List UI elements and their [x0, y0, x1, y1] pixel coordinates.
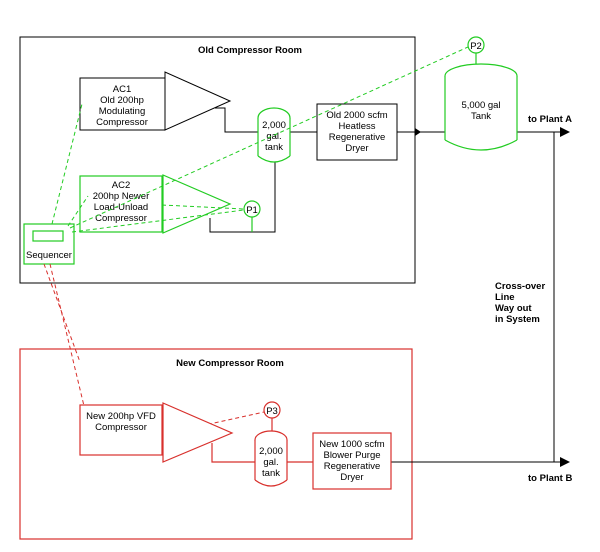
sequencer-label: Sequencer: [26, 250, 72, 261]
new-tank-2000: [254, 430, 288, 487]
plant-b-arrow: [560, 457, 570, 467]
ac2-compressor-symbol: [162, 174, 232, 234]
new-vfd-label-line: New 200hp VFD: [86, 411, 156, 422]
old-dryer-label-line: Heatless: [339, 121, 376, 132]
old-dryer-label-line: Old 2000 scfm: [326, 110, 387, 121]
vfd-to-new-tank-pipe: [211, 443, 255, 463]
ac1-box: [79, 77, 166, 131]
crossover-label-line: in System: [495, 314, 540, 325]
ac1-label-line: Modulating: [99, 106, 145, 117]
old-tank-label-line: tank: [265, 142, 283, 153]
p3-sensor: [263, 401, 281, 419]
new-tank-label-line: gal.: [263, 457, 278, 468]
new-vfd-label-line: Compressor: [95, 422, 147, 433]
old-compressor-room: [19, 36, 416, 284]
old-tank-label-line: 2,000: [262, 120, 286, 131]
new-dryer-box: [312, 432, 392, 490]
ac2-label-line: 200hp Newer: [93, 191, 150, 202]
plant-a-arrow: [560, 127, 570, 137]
new-dryer-label-line: Regenerative: [324, 461, 381, 472]
new-vfd-box: [79, 404, 163, 456]
plant-b-label: to Plant B: [528, 473, 572, 484]
ac2-label-line: AC2: [112, 180, 130, 191]
p1-sensor-label: P1: [246, 205, 258, 216]
new-dryer-label-line: Dryer: [340, 472, 363, 483]
ac2-label-line: Compressor: [95, 213, 147, 224]
main-tank-label-line: 5,000 gal: [461, 100, 500, 111]
new-room-title: New Compressor Room: [176, 358, 284, 369]
new-vfd-compressor-symbol: [162, 402, 234, 463]
ac1-label-line: Old 200hp: [100, 95, 144, 106]
crossover-label-line: Cross-over: [495, 281, 545, 292]
main-tank-label-line: Tank: [471, 111, 491, 122]
main-tank-5000: [444, 63, 518, 151]
old-tank-2000: [257, 107, 291, 163]
ac1-label-line: Compressor: [96, 117, 148, 128]
plant-a-label: to Plant A: [528, 114, 572, 125]
p2-sensor-label: P2: [470, 41, 482, 52]
flow-arrow: [415, 128, 421, 136]
sequencer-control-lines: [51, 46, 469, 233]
ac1-compressor-symbol: [164, 71, 232, 131]
crossover-label-line: Line: [495, 292, 515, 303]
new-tank-label-line: tank: [262, 468, 280, 479]
ac2-box: [79, 175, 163, 233]
old-tank-label-line: gal.: [266, 131, 281, 142]
new-tank-label-line: 2,000: [259, 446, 283, 457]
new-compressor-room: [19, 348, 413, 540]
p1-sensor: [243, 200, 261, 218]
ac2-to-tank-pipe: [209, 160, 276, 233]
old-room-title: Old Compressor Room: [198, 45, 302, 56]
crossover-label-line: Way out: [495, 303, 532, 314]
sequencer-display: [32, 230, 64, 242]
p3-sensor-label: P3: [266, 406, 278, 417]
old-dryer-box: [316, 103, 398, 161]
p2-sensor: [467, 36, 485, 54]
ac1-label-line: AC1: [113, 84, 131, 95]
old-dryer-label-line: Dryer: [345, 143, 368, 154]
old-dryer-label-line: Regenerative: [329, 132, 386, 143]
new-dryer-label-line: New 1000 scfm: [319, 439, 385, 450]
ac2-label-line: Load-Unload: [94, 202, 148, 213]
ac1-to-tank-pipe: [215, 107, 258, 133]
new-dryer-label-line: Blower Purge: [323, 450, 380, 461]
